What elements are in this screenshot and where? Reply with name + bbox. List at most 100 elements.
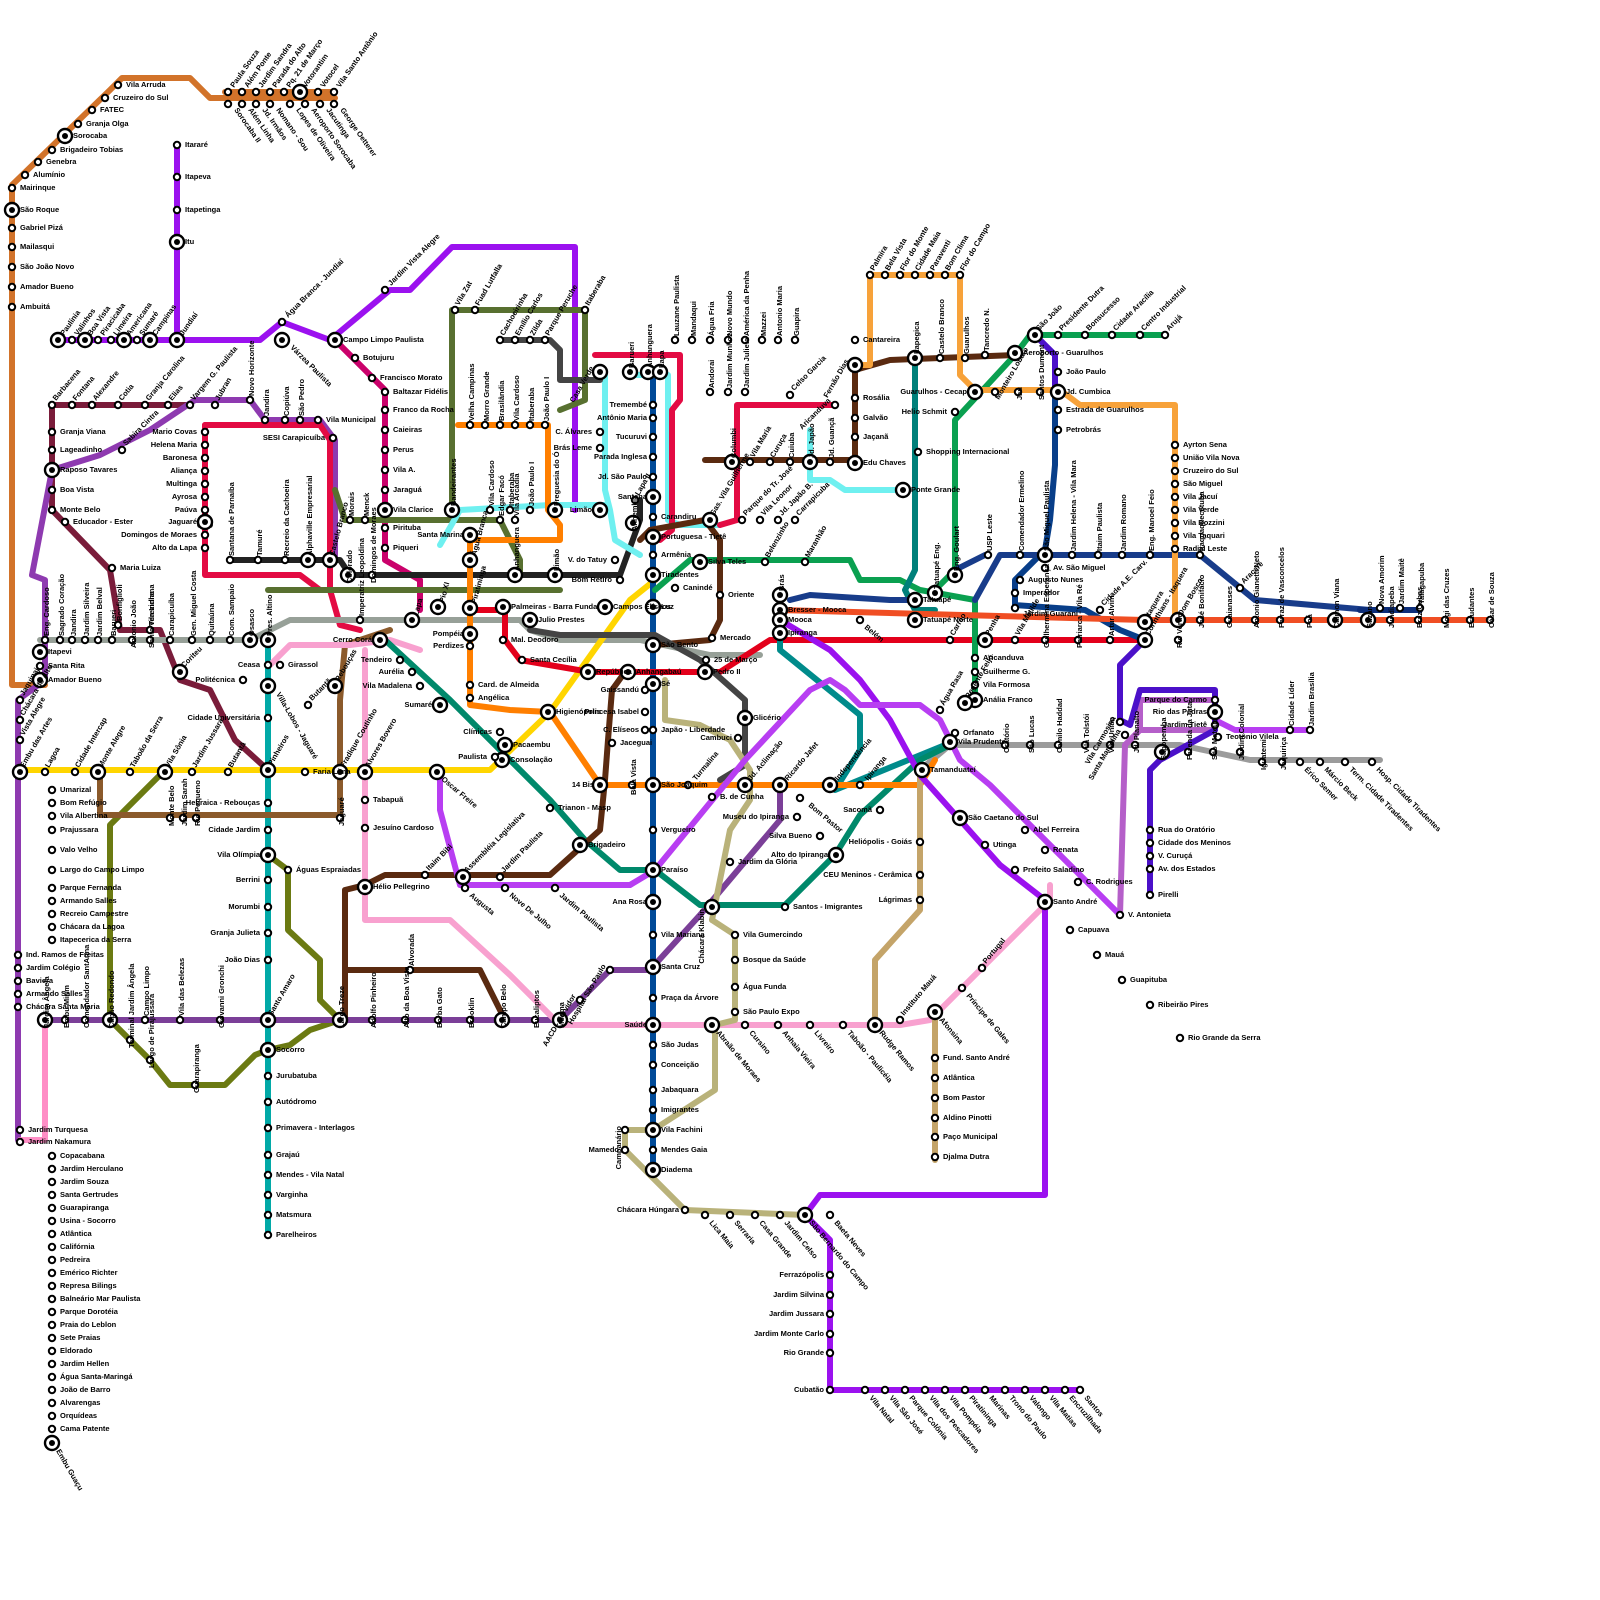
station-237: [1147, 892, 1153, 898]
station-label-400: Imperatriz Leopoldina: [357, 537, 366, 616]
station-161: [932, 1075, 938, 1081]
station-label-363: Anhanguera: [645, 323, 654, 368]
station-label-280: Eng. Manoel Feio: [1147, 489, 1156, 551]
station-135: [727, 859, 733, 865]
station-label-6: Mairinque: [20, 183, 55, 192]
station-label-475: Socorro: [276, 1045, 305, 1054]
station-label-329: Cantareira: [863, 335, 901, 344]
station-label-468: Vila Olímpia: [217, 850, 261, 859]
hub-station-dot-136: [777, 782, 783, 788]
station-label-2: Mailasqui: [20, 242, 54, 251]
station-label-308: Presidente Dutra: [1057, 283, 1106, 332]
station-label-75: Paraíso: [661, 865, 689, 874]
station-191: [1022, 1387, 1028, 1393]
station-103: [497, 729, 503, 735]
hub-station-dot-102: [502, 742, 508, 748]
station-label-236: Av. dos Estados: [1158, 864, 1216, 873]
station-label-527: Campo Belo: [499, 984, 508, 1028]
station-352: [689, 337, 695, 343]
station-label-251: Tatuapé: [923, 595, 951, 604]
station-label-243: Jardim Brasília: [1307, 671, 1316, 726]
station-353: [672, 337, 678, 343]
station-327: [957, 272, 963, 278]
station-label-444: Sagrado Coração: [57, 573, 66, 636]
station-label-456: Pres. Altino: [265, 594, 274, 636]
station-520: [177, 1017, 183, 1023]
station-420: [62, 519, 68, 525]
station-174: [777, 1212, 783, 1218]
hub-station-dot-456: [265, 637, 271, 643]
station-label-472: Granja Julieta: [210, 928, 260, 937]
station-label-565: Jesuíno Cardoso: [373, 823, 434, 832]
station-label-457: Coriteu: [179, 644, 204, 669]
station-341: [767, 459, 773, 465]
station-409: [247, 397, 253, 403]
station-label-367: Brás Leme: [554, 443, 592, 452]
station-label-571: Nove De Julho: [508, 891, 554, 932]
station-275: [1377, 605, 1383, 611]
station-label-375: João Paulo I: [527, 462, 536, 506]
station-label-295: União Vila Nova: [1183, 453, 1240, 462]
station-490: [189, 769, 195, 775]
station-369: [612, 557, 618, 563]
station-label-9: Brigadeiro Tobias: [60, 145, 123, 154]
station-305: [1055, 407, 1061, 413]
station-label-500: Bom Refúgio: [60, 798, 107, 807]
station-label-298: Vila Jacuí: [1183, 492, 1218, 501]
station-label-12: FATEC: [100, 105, 125, 114]
station-425: [202, 429, 208, 435]
hub-station-dot-118: [742, 715, 748, 721]
station-label-148: Vila Gumercindo: [743, 930, 803, 939]
station-229: [1297, 759, 1303, 765]
station-7: [22, 172, 28, 178]
station-label-502: Prajussara: [60, 825, 99, 834]
station-label-368: Limão: [570, 505, 593, 514]
station-94: [467, 695, 473, 701]
station-396: [347, 517, 353, 523]
station-84: [650, 1107, 656, 1113]
station-label-196: Vila Formosa: [983, 680, 1031, 689]
station-356: [759, 337, 765, 343]
station-537: [49, 1153, 55, 1159]
station-label-521: Giovanni Gronchi: [217, 965, 226, 1028]
station-348: [792, 517, 798, 523]
station-98: [519, 657, 525, 663]
station-181: [827, 1350, 833, 1356]
hub-station-dot-89: [467, 557, 473, 563]
hub-station-dot-137: [827, 782, 833, 788]
station-11: [75, 121, 81, 127]
station-label-410: Jandira: [262, 388, 271, 416]
station-427: [202, 455, 208, 461]
station-label-33: Itapetinga: [185, 205, 221, 214]
station-label-108: Cerro Corá: [333, 635, 373, 644]
station-label-516: Embu Mirim: [62, 985, 71, 1028]
station-label-394: Anhanguera: [512, 526, 521, 571]
station-480: [265, 1172, 271, 1178]
station-32: [174, 174, 180, 180]
hub-station-dot-417: [49, 467, 55, 473]
station-143: [877, 807, 883, 813]
station-553: [49, 1361, 55, 1367]
station-label-412: São Pedro: [297, 378, 306, 416]
station-label-481: Varginha: [276, 1190, 309, 1199]
station-339: [827, 459, 833, 465]
station-51: [382, 407, 388, 413]
station-label-219: Camilo Haddad: [1055, 698, 1064, 753]
station-label-262: Rio Verde: [1175, 613, 1184, 648]
station-label-65: Carandiru: [661, 512, 697, 521]
station-382: [527, 422, 533, 428]
station-437: [282, 557, 288, 563]
station-548: [49, 1296, 55, 1302]
station-label-249: Ipiranga: [788, 628, 818, 637]
station-322: [882, 272, 888, 278]
hub-station-dot-47: [332, 337, 338, 343]
station-label-71: Sé: [661, 679, 670, 688]
station-154: [775, 1022, 781, 1028]
station-label-217: Oratório: [1002, 723, 1011, 753]
station-label-541: Guarapiranga: [60, 1203, 110, 1212]
station-label-385: Vila Zat: [453, 279, 474, 307]
station-337: [982, 352, 988, 358]
station-458: [240, 677, 246, 683]
hub-station-dot-199: [947, 739, 953, 745]
station-label-263: José Bonifácio: [1197, 574, 1206, 628]
